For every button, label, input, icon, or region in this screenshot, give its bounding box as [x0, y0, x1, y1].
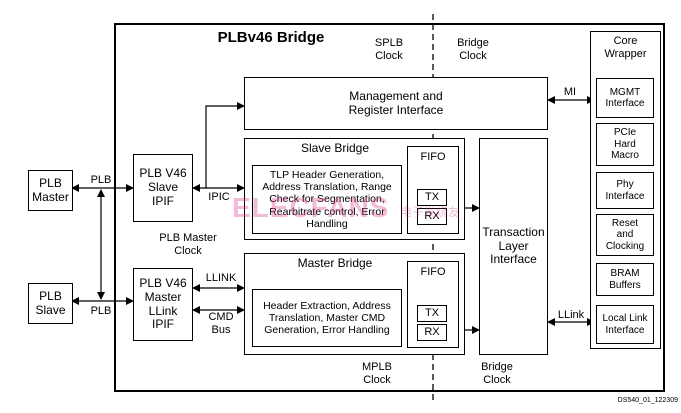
plb-master-clock-label: PLB Master Clock	[159, 232, 217, 258]
bridge-title: PLBv46 Bridge	[217, 29, 325, 46]
plb-slave-block: PLB Slave	[28, 283, 73, 324]
splb-clock-label: SPLB Clock	[374, 37, 404, 63]
plb-bus-label-bottom: PLB	[90, 305, 112, 317]
plb-v46-master-llink-ipif: PLB V46 Master LLink IPIF	[133, 268, 193, 341]
mplb-clock-label: MPLB Clock	[362, 361, 392, 387]
master-bridge-title: Master Bridge	[297, 256, 373, 270]
master-tx-buffer: TX	[417, 305, 447, 322]
ipic-bus-label: IPIC	[208, 191, 230, 203]
llink-bus-label-left: LLINK	[205, 272, 237, 284]
slave-tx-buffer: TX	[417, 189, 447, 206]
cmd-bus-label: CMD Bus	[208, 311, 234, 337]
core-item-bram-buffers: BRAM Buffers	[596, 263, 654, 296]
management-register-interface: Management and Register Interface	[244, 77, 548, 130]
core-item-reset-clocking: Reset and Clocking	[596, 214, 654, 256]
core-item-pcie-hard-macro: PCIe Hard Macro	[596, 123, 654, 166]
core-item-local-link-interface: Local Link Interface	[596, 305, 654, 344]
figure-id: DS540_01_122309	[617, 397, 678, 404]
plb-v46-slave-ipif: PLB V46 Slave IPIF	[133, 154, 193, 222]
master-rx-buffer: RX	[417, 324, 447, 341]
bridge-clock-label-top: Bridge Clock	[457, 37, 489, 63]
plbv46-bridge-block	[114, 23, 665, 392]
plb-bus-label-top: PLB	[90, 174, 112, 186]
mi-bus-label: MI	[563, 86, 577, 98]
core-wrapper-title: Core Wrapper	[604, 35, 647, 61]
slave-fifo-label: FIFO	[420, 151, 446, 163]
master-fifo-label: FIFO	[420, 266, 446, 278]
master-bridge-logic: Header Extraction, Address Translation, …	[252, 289, 402, 347]
slave-bridge-title: Slave Bridge	[300, 141, 370, 155]
plb-master-block: PLB Master	[28, 170, 73, 211]
transaction-layer-interface: Transaction Layer Interface	[479, 138, 548, 355]
bridge-clock-label-bottom: Bridge Clock	[481, 361, 513, 387]
slave-bridge-logic: TLP Header Generation, Address Translati…	[252, 165, 402, 234]
core-item-mgmt-interface: MGMT Interface	[596, 78, 654, 118]
core-item-phy-interface: Phy Interface	[596, 172, 654, 209]
llink-bus-label-right: LLink	[557, 309, 585, 321]
slave-rx-buffer: RX	[417, 208, 447, 225]
